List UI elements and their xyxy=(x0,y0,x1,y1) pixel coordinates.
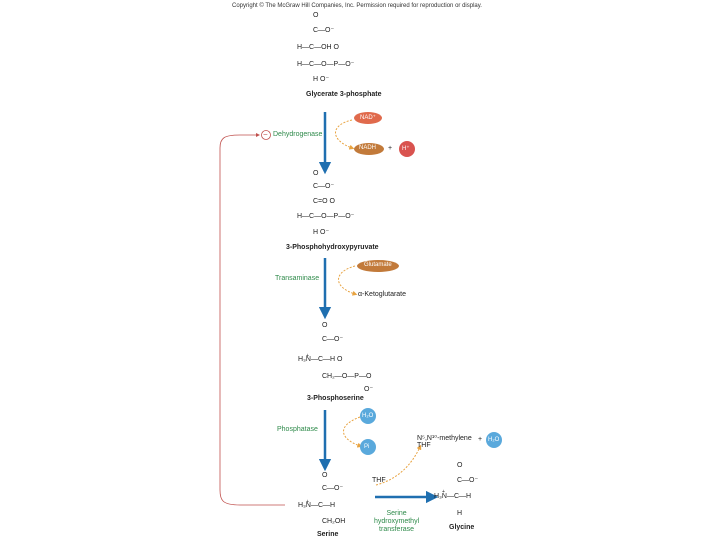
ser-side-chain: CH₂OH xyxy=(322,518,346,525)
enzyme-shmt: Serine hydroxymethyl transferase xyxy=(374,510,419,534)
methylene-thf-line-1: N⁵,N¹⁰-methylene xyxy=(417,435,472,442)
ps-plus: + xyxy=(306,353,309,359)
shmt-line-3: transferase xyxy=(379,526,415,533)
php-o-top: O xyxy=(313,170,319,177)
h2o2-circle xyxy=(486,432,502,448)
g3p-carboxyl: C—O⁻ xyxy=(313,27,335,34)
ps-carboxyl: C—O⁻ xyxy=(322,336,344,343)
glycine-label: Glycine xyxy=(449,524,475,531)
php-row-bottom: H O⁻ xyxy=(313,229,330,236)
plus-sign-1: + xyxy=(388,145,393,152)
h2o-label: H₂O xyxy=(362,413,374,419)
g3p-row-bottom: H O⁻ xyxy=(313,76,330,83)
side-arrow-thf xyxy=(375,444,422,486)
glutamate-ellipse xyxy=(357,260,399,272)
g3p-o-top: O xyxy=(313,12,319,19)
copyright-notice: Copyright © The McGraw Hill Companies, I… xyxy=(232,3,482,9)
gly-o-top: O xyxy=(457,462,463,469)
plus-sign-2: + xyxy=(478,436,483,443)
ser-plus: + xyxy=(306,499,309,505)
glutamate-label: Glutamate xyxy=(364,262,392,268)
methylene-thf-line-2: THF xyxy=(417,442,431,449)
thf-label: THF xyxy=(372,477,386,484)
ps-amine-row: H₃N—C—H O xyxy=(298,356,343,363)
nad-label: NAD⁺ xyxy=(360,115,376,121)
ser-o-top: O xyxy=(322,472,328,479)
ser-amine-row: H₃N—C—H xyxy=(298,502,336,509)
ps-phosphate-row: CH₂—O—P—O xyxy=(322,373,372,380)
inhibition-symbol: − xyxy=(263,130,268,139)
php-carboxyl: C—O⁻ xyxy=(313,183,335,190)
shmt-line-1: Serine xyxy=(386,510,407,517)
hplus-circle xyxy=(399,141,415,157)
ser-carboxyl: C—O⁻ xyxy=(322,485,344,492)
ps-o-top: O xyxy=(322,322,328,329)
enzyme-phosphatase: Phosphatase xyxy=(277,426,318,433)
phosphohydroxypyruvate-label: 3-Phosphohydroxypyruvate xyxy=(286,244,379,251)
pi-circle xyxy=(360,439,376,455)
akg-label: α-Ketoglutarate xyxy=(358,291,407,298)
serine-label: Serine xyxy=(317,531,339,538)
hplus-label: H⁺ xyxy=(402,146,410,152)
g3p-row-oh: H—C—OH O xyxy=(297,44,339,51)
glycerate-3-phosphate-label: Glycerate 3-phosphate xyxy=(306,91,382,98)
feedback-loop xyxy=(219,133,285,506)
side-arrow-water xyxy=(343,416,363,448)
nadh-ellipse xyxy=(354,143,384,155)
h2o-circle xyxy=(360,408,376,424)
gly-amine-row: H₃N—C—H xyxy=(434,493,472,500)
enzyme-transaminase: Transaminase xyxy=(275,275,320,282)
gly-h-bottom: H xyxy=(457,510,463,517)
inhibition-circle xyxy=(261,130,271,140)
pi-label: Pi xyxy=(364,444,370,450)
gly-carboxyl: C—O⁻ xyxy=(457,477,479,484)
methylene-thf-label: N⁵,N¹⁰-methylene THF xyxy=(417,434,472,449)
side-arrow-glutamate xyxy=(338,265,358,296)
h2o-2-label: H₂O xyxy=(488,437,500,443)
php-keto: C=O O xyxy=(313,198,335,205)
ps-o-minus: O⁻ xyxy=(364,386,374,393)
gly-plus: + xyxy=(442,489,445,495)
php-row-phosphate: H—C—O—P—O⁻ xyxy=(297,213,355,220)
shmt-line-2: hydroxymethyl xyxy=(374,518,420,525)
nad-ellipse xyxy=(354,112,382,124)
side-arrow-nad xyxy=(335,119,355,150)
g3p-row-phosphate: H—C—O—P—O⁻ xyxy=(297,61,355,68)
phosphoserine-label: 3-Phosphoserine xyxy=(307,395,364,402)
nadh-label: NADH xyxy=(359,145,377,151)
enzyme-dehydrogenase: Dehydrogenase xyxy=(273,131,323,138)
